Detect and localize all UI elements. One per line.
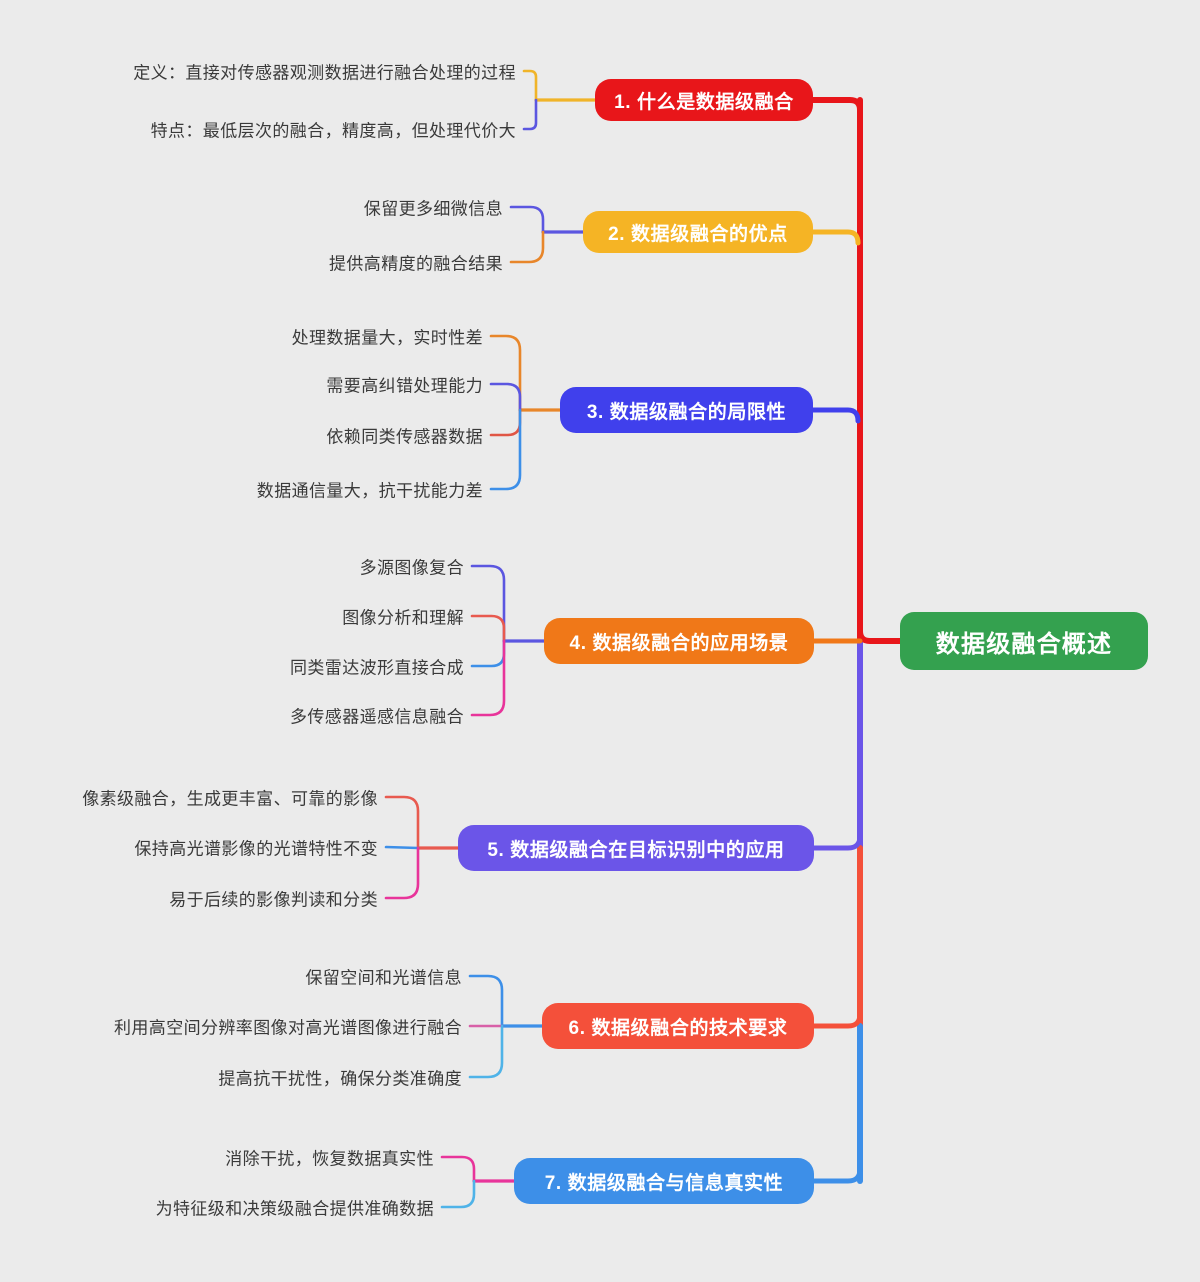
leaf-connector-branch-4-1 <box>470 614 506 643</box>
leaf-connector-branch-5-1 <box>384 845 420 850</box>
leaf-label: 多源图像复合 <box>359 558 464 578</box>
leaf-connector-branch-4-3 <box>470 639 506 717</box>
branch-node-5[interactable]: 5. 数据级融合在目标识别中的应用 <box>458 825 814 871</box>
leaf-label: 处理数据量大，实时性差 <box>291 328 483 348</box>
leaf-connector-branch-5-2 <box>384 846 420 900</box>
connector-branch-1 <box>810 97 903 644</box>
leaf-label: 像素级融合，生成更丰富、可靠的影像 <box>82 789 378 809</box>
leaf-connector-branch-2-1 <box>509 230 545 264</box>
leaf-label: 利用高空间分辨率图像对高光谱图像进行融合 <box>114 1018 462 1038</box>
leaf-label: 提供高精度的融合结果 <box>329 254 503 274</box>
leaf-label: 图像分析和理解 <box>342 608 464 628</box>
leaf-label: 消除干扰，恢复数据真实性 <box>225 1149 434 1169</box>
leaf-connector-branch-5-0 <box>384 795 420 850</box>
leaf-label: 依赖同类传感器数据 <box>326 427 483 447</box>
leaf-label: 同类雷达波形直接合成 <box>290 658 464 678</box>
connector-branch-2 <box>810 229 861 246</box>
branch-node-7[interactable]: 7. 数据级融合与信息真实性 <box>514 1158 814 1204</box>
leaf-connector-branch-3-0 <box>489 334 522 412</box>
connector-branch-7 <box>811 1166 863 1184</box>
leaf-connector-branch-3-3 <box>489 408 522 491</box>
connector-branch-3 <box>810 407 861 424</box>
leaf-label: 定义：直接对传感器观测数据进行融合处理的过程 <box>133 63 516 83</box>
branch-node-2[interactable]: 2. 数据级融合的优点 <box>583 211 813 253</box>
leaf-label: 数据通信量大，抗干扰能力差 <box>256 481 483 501</box>
branch-node-6[interactable]: 6. 数据级融合的技术要求 <box>542 1003 814 1049</box>
branch-node-4[interactable]: 4. 数据级融合的应用场景 <box>544 618 814 664</box>
leaf-connector-branch-1-0 <box>522 69 538 102</box>
leaf-connector-branch-6-2 <box>468 1024 504 1079</box>
leaf-connector-branch-3-1 <box>489 382 522 412</box>
root-node[interactable]: 数据级融合概述 <box>900 612 1148 670</box>
leaf-label: 保持高光谱影像的光谱特性不变 <box>134 839 378 859</box>
leaf-connector-branch-4-2 <box>470 639 506 668</box>
connector-branch-5 <box>811 833 863 851</box>
branch-node-1[interactable]: 1. 什么是数据级融合 <box>595 79 813 121</box>
leaf-label: 保留更多细微信息 <box>363 199 503 219</box>
leaf-label: 需要高纠错处理能力 <box>326 376 483 396</box>
connector-branch-6 <box>811 1011 863 1029</box>
leaf-connector-branch-7-0 <box>440 1155 476 1183</box>
leaf-connector-branch-1-1 <box>522 98 538 131</box>
branch-node-3[interactable]: 3. 数据级融合的局限性 <box>560 387 813 433</box>
leaf-label: 提高抗干扰性，确保分类准确度 <box>218 1069 462 1089</box>
leaf-connector-branch-4-0 <box>470 564 506 643</box>
leaf-connector-branch-6-0 <box>468 974 504 1028</box>
leaf-connector-branch-2-0 <box>509 205 545 234</box>
leaf-label: 多传感器遥感信息融合 <box>290 707 464 727</box>
leaf-label: 特点：最低层次的融合，精度高，但处理代价大 <box>150 121 516 141</box>
leaf-label: 易于后续的影像判读和分类 <box>169 890 378 910</box>
leaf-connector-branch-7-1 <box>440 1179 476 1209</box>
leaf-label: 为特征级和决策级融合提供准确数据 <box>155 1199 434 1219</box>
leaf-connector-branch-3-2 <box>489 408 522 437</box>
leaf-label: 保留空间和光谱信息 <box>305 968 462 988</box>
